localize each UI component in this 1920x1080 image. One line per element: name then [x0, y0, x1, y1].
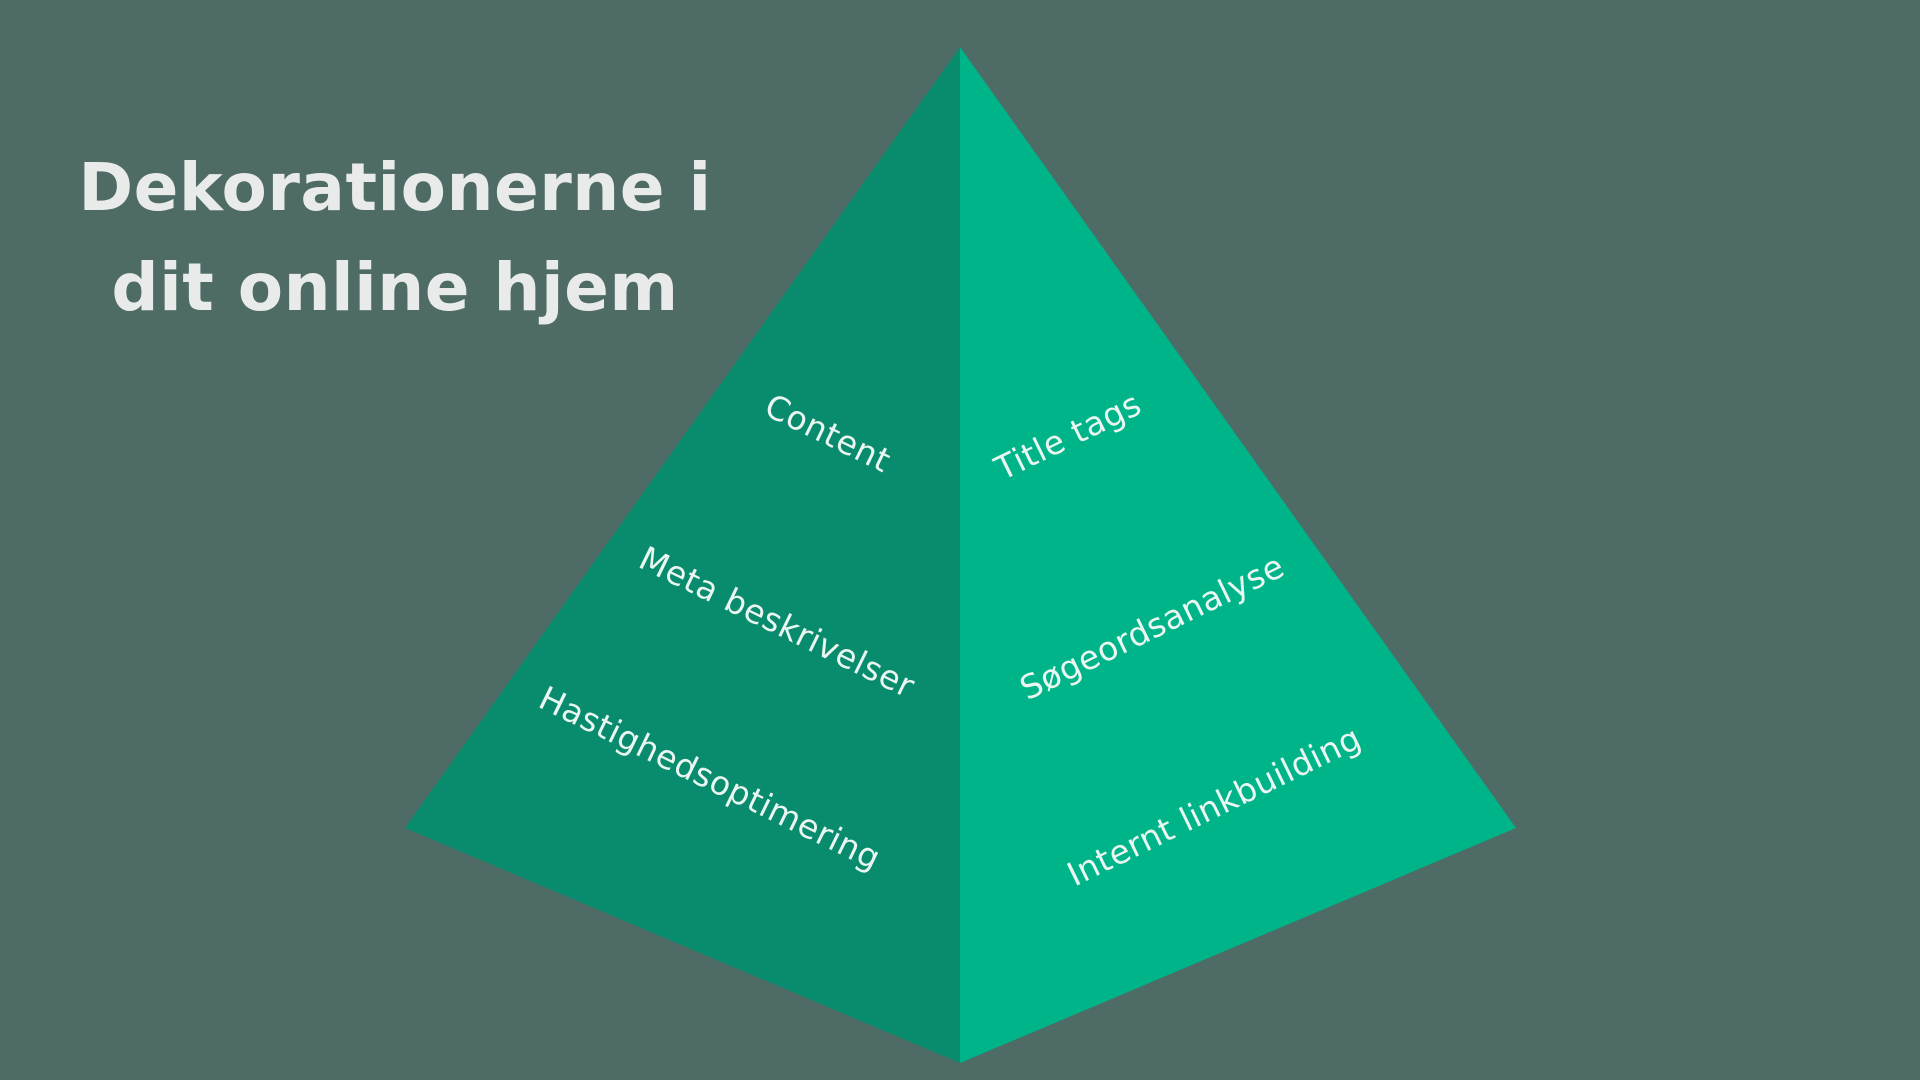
title-line-2: dit online hjem — [111, 249, 679, 326]
slide-title: Dekorationerne i dit online hjem — [40, 138, 750, 338]
pyramid-right-face — [960, 47, 1516, 1063]
title-line-1: Dekorationerne i — [78, 149, 712, 226]
pyramid-left-face — [405, 47, 960, 1063]
